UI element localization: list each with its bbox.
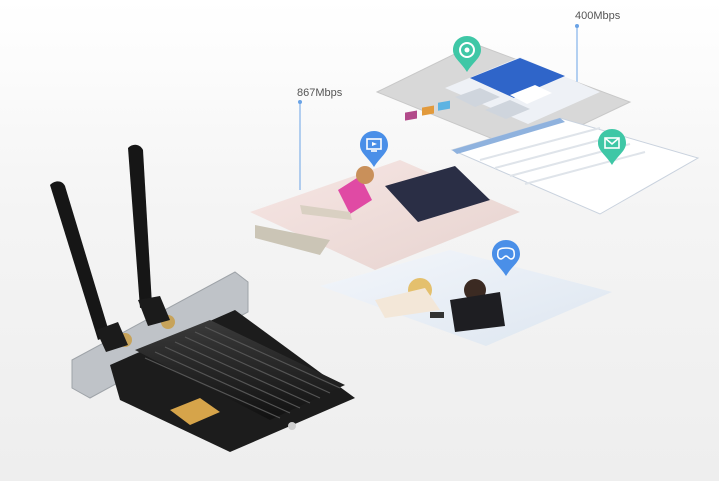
browser-icon xyxy=(453,36,481,72)
email-icon xyxy=(598,129,626,165)
leader-dot-867 xyxy=(298,100,302,104)
wifi-pcie-card xyxy=(50,144,355,452)
video-panel xyxy=(250,100,520,270)
speed-label-867: 867Mbps xyxy=(297,87,343,99)
gaming-panel xyxy=(320,250,612,346)
email-panel xyxy=(450,117,700,215)
speed-label-400: 400Mbps xyxy=(575,10,621,22)
gaming-icon xyxy=(492,240,520,276)
video-icon xyxy=(360,131,388,167)
antenna-left xyxy=(50,181,110,340)
leader-dot-400 xyxy=(575,24,579,28)
antenna-right xyxy=(128,144,152,308)
